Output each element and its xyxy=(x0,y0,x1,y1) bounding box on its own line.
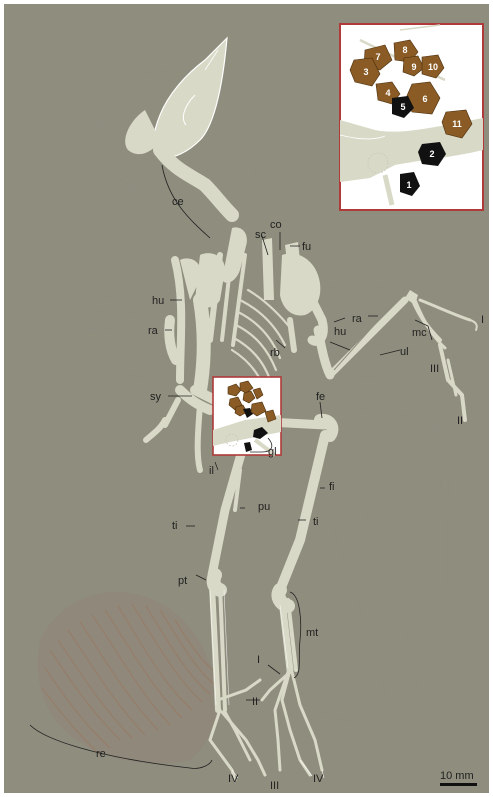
label-mc: mc xyxy=(412,327,427,339)
gastrolith-inset: 7 8 3 9 10 4 6 5 11 2 1 xyxy=(340,24,483,210)
scale-bar-label: 10 mm xyxy=(440,770,474,782)
label-co: co xyxy=(270,219,282,231)
label-digit-I-wing: I xyxy=(481,314,484,326)
label-hu-left: hu xyxy=(152,295,164,307)
gastrolith-label-5: 5 xyxy=(400,102,405,112)
label-digit-II-foot: II xyxy=(252,696,258,708)
label-digit-III-foot: III xyxy=(270,780,279,792)
label-ra-right: ra xyxy=(352,313,363,325)
label-digit-IV-right: IV xyxy=(313,773,324,785)
label-mt: mt xyxy=(306,627,318,639)
scale-bar-line xyxy=(440,783,477,786)
label-ti-right: ti xyxy=(313,516,319,528)
gastrolith-label-2: 2 xyxy=(429,149,434,159)
gastrolith-label-8: 8 xyxy=(402,45,407,55)
label-il: il xyxy=(209,465,214,477)
label-digit-III-wing: III xyxy=(430,363,439,375)
gastrolith-label-10: 10 xyxy=(428,62,438,72)
label-pt: pt xyxy=(178,575,187,587)
label-ti-left: ti xyxy=(172,520,178,532)
gastrolith-label-4: 4 xyxy=(385,88,390,98)
gastrolith-label-1: 1 xyxy=(406,180,411,190)
label-ra-left: ra xyxy=(148,325,159,337)
label-pu: pu xyxy=(258,501,270,513)
label-fi: fi xyxy=(329,481,335,493)
label-digit-II-wing: II xyxy=(457,415,463,427)
label-sc: sc xyxy=(255,229,267,241)
label-fe: fe xyxy=(316,391,325,403)
label-hu-right: hu xyxy=(334,326,346,338)
gastrolith-area xyxy=(213,377,281,455)
label-digit-IV-left: IV xyxy=(228,773,239,785)
label-gl: gl xyxy=(268,446,277,458)
label-digit-I-foot: I xyxy=(257,654,260,666)
label-rb: rb xyxy=(270,347,280,359)
label-ul: ul xyxy=(400,346,409,358)
gastrolith-label-6: 6 xyxy=(422,94,427,104)
label-fu: fu xyxy=(302,241,311,253)
gastrolith-label-9: 9 xyxy=(411,62,416,72)
scale-bar: 10 mm xyxy=(440,770,477,786)
label-re: re xyxy=(96,748,106,760)
gastrolith-label-7: 7 xyxy=(375,52,380,62)
label-sy: sy xyxy=(150,391,162,403)
label-ce: ce xyxy=(172,196,184,208)
gastrolith-label-11: 11 xyxy=(452,119,462,129)
gastrolith-label-3: 3 xyxy=(363,67,368,77)
